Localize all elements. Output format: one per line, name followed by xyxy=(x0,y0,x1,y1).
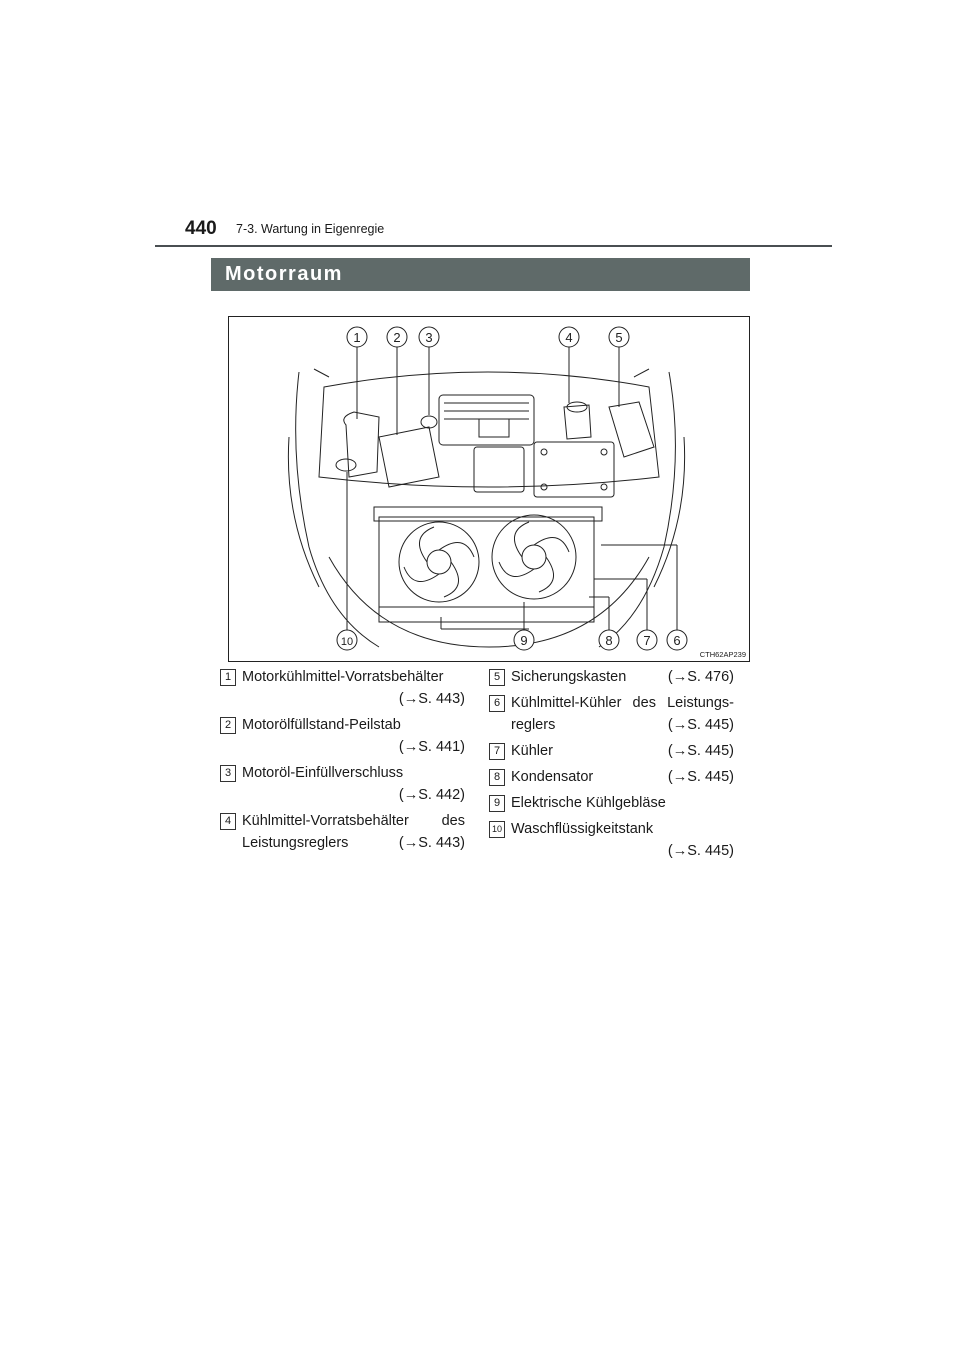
item-label: Waschflüssigkeitstank xyxy=(511,821,654,837)
legend-item-7: 7 Kühler (→S. 445) xyxy=(489,740,734,762)
engine-illustration: 1 2 3 4 5 10 9 8 7 6 CTH62AP239 xyxy=(228,316,750,662)
callout-6: 6 xyxy=(666,629,688,651)
legend-item-4: 4 Kühlmittel-Vorratsbehälter des Leistun… xyxy=(220,810,465,854)
item-label-line1: Kühlmittel-Kühler des Leistungs- xyxy=(511,695,734,711)
item-ref: (→S. 445) xyxy=(667,743,734,759)
item-label-line2: reglers xyxy=(511,717,556,733)
item-number: 9 xyxy=(489,795,505,812)
section-banner: Motorraum xyxy=(211,258,750,291)
svg-text:2: 2 xyxy=(393,330,400,345)
svg-text:5: 5 xyxy=(615,330,622,345)
item-label-line1: Kühlmittel-Vorratsbehälter des xyxy=(242,813,465,829)
legend-item-9: 9 Elektrische Kühlgebläse xyxy=(489,792,734,814)
item-label: Motorkühlmittel-Vorratsbehälter xyxy=(242,669,444,685)
item-ref: (→S. 442) xyxy=(398,787,465,803)
engine-drawing: 1 2 3 4 5 10 9 8 7 6 xyxy=(287,326,688,651)
banner-title: Motorraum xyxy=(225,263,343,285)
legend-item-1: 1 Motorkühlmittel-Vorratsbehälter (→S. 4… xyxy=(220,666,465,710)
legend-right-column: 5 Sicherungskasten (→S. 476) 6 Kühlmitte… xyxy=(489,666,734,866)
item-number: 10 xyxy=(489,821,505,838)
callout-4: 4 xyxy=(558,326,580,348)
legend-item-6: 6 Kühlmittel-Kühler des Leistungs- regle… xyxy=(489,692,734,736)
item-ref: (→S. 445) xyxy=(667,843,734,859)
svg-text:8: 8 xyxy=(605,633,612,648)
callout-9: 9 xyxy=(513,629,535,651)
item-label: Kondensator xyxy=(511,769,594,785)
header-rule xyxy=(155,245,832,247)
legend-item-3: 3 Motoröl-Einfüllverschluss (→S. 442) xyxy=(220,762,465,806)
callout-2: 2 xyxy=(386,326,408,348)
svg-text:4: 4 xyxy=(565,330,572,345)
item-ref: (→S. 443) xyxy=(398,691,465,707)
svg-text:7: 7 xyxy=(643,633,650,648)
legend-item-2: 2 Motorölfüllstand-Peilstab (→S. 441) xyxy=(220,714,465,758)
legend-item-5: 5 Sicherungskasten (→S. 476) xyxy=(489,666,734,688)
item-ref: (→S. 476) xyxy=(667,669,734,685)
item-number: 4 xyxy=(220,813,236,830)
callout-7: 7 xyxy=(636,629,658,651)
svg-text:10: 10 xyxy=(341,636,353,648)
item-number: 1 xyxy=(220,669,236,686)
item-label: Motorölfüllstand-Peilstab xyxy=(242,717,401,733)
item-label-line2: Leistungsreglers xyxy=(242,835,349,851)
item-ref: (→S. 445) xyxy=(667,717,734,733)
item-label: Elektrische Kühlgebläse xyxy=(511,795,666,811)
legend-item-8: 8 Kondensator (→S. 445) xyxy=(489,766,734,788)
page-number: 440 xyxy=(185,218,217,239)
callout-1: 1 xyxy=(346,326,368,348)
callout-10: 10 xyxy=(336,629,358,651)
item-number: 3 xyxy=(220,765,236,782)
item-label: Kühler xyxy=(511,743,553,759)
svg-text:9: 9 xyxy=(520,633,527,648)
item-number: 5 xyxy=(489,669,505,686)
item-label: Sicherungskasten xyxy=(511,669,627,685)
callout-8: 8 xyxy=(598,629,620,651)
section-title: 7-3. Wartung in Eigenregie xyxy=(236,222,385,236)
item-number: 8 xyxy=(489,769,505,786)
item-number: 7 xyxy=(489,743,505,760)
legend-left-column: 1 Motorkühlmittel-Vorratsbehälter (→S. 4… xyxy=(220,666,465,858)
legend-item-10: 10 Waschflüssigkeitstank (→S. 445) xyxy=(489,818,734,862)
item-number: 6 xyxy=(489,695,505,712)
svg-text:6: 6 xyxy=(673,633,680,648)
item-number: 2 xyxy=(220,717,236,734)
item-ref: (→S. 443) xyxy=(398,835,465,851)
figure-code: CTH62AP239 xyxy=(699,650,746,659)
svg-text:3: 3 xyxy=(425,330,432,345)
callout-3: 3 xyxy=(418,326,440,348)
item-ref: (→S. 441) xyxy=(398,739,465,755)
callout-5: 5 xyxy=(608,326,630,348)
item-label: Motoröl-Einfüllverschluss xyxy=(242,765,404,781)
item-ref: (→S. 445) xyxy=(667,769,734,785)
svg-text:1: 1 xyxy=(353,330,360,345)
